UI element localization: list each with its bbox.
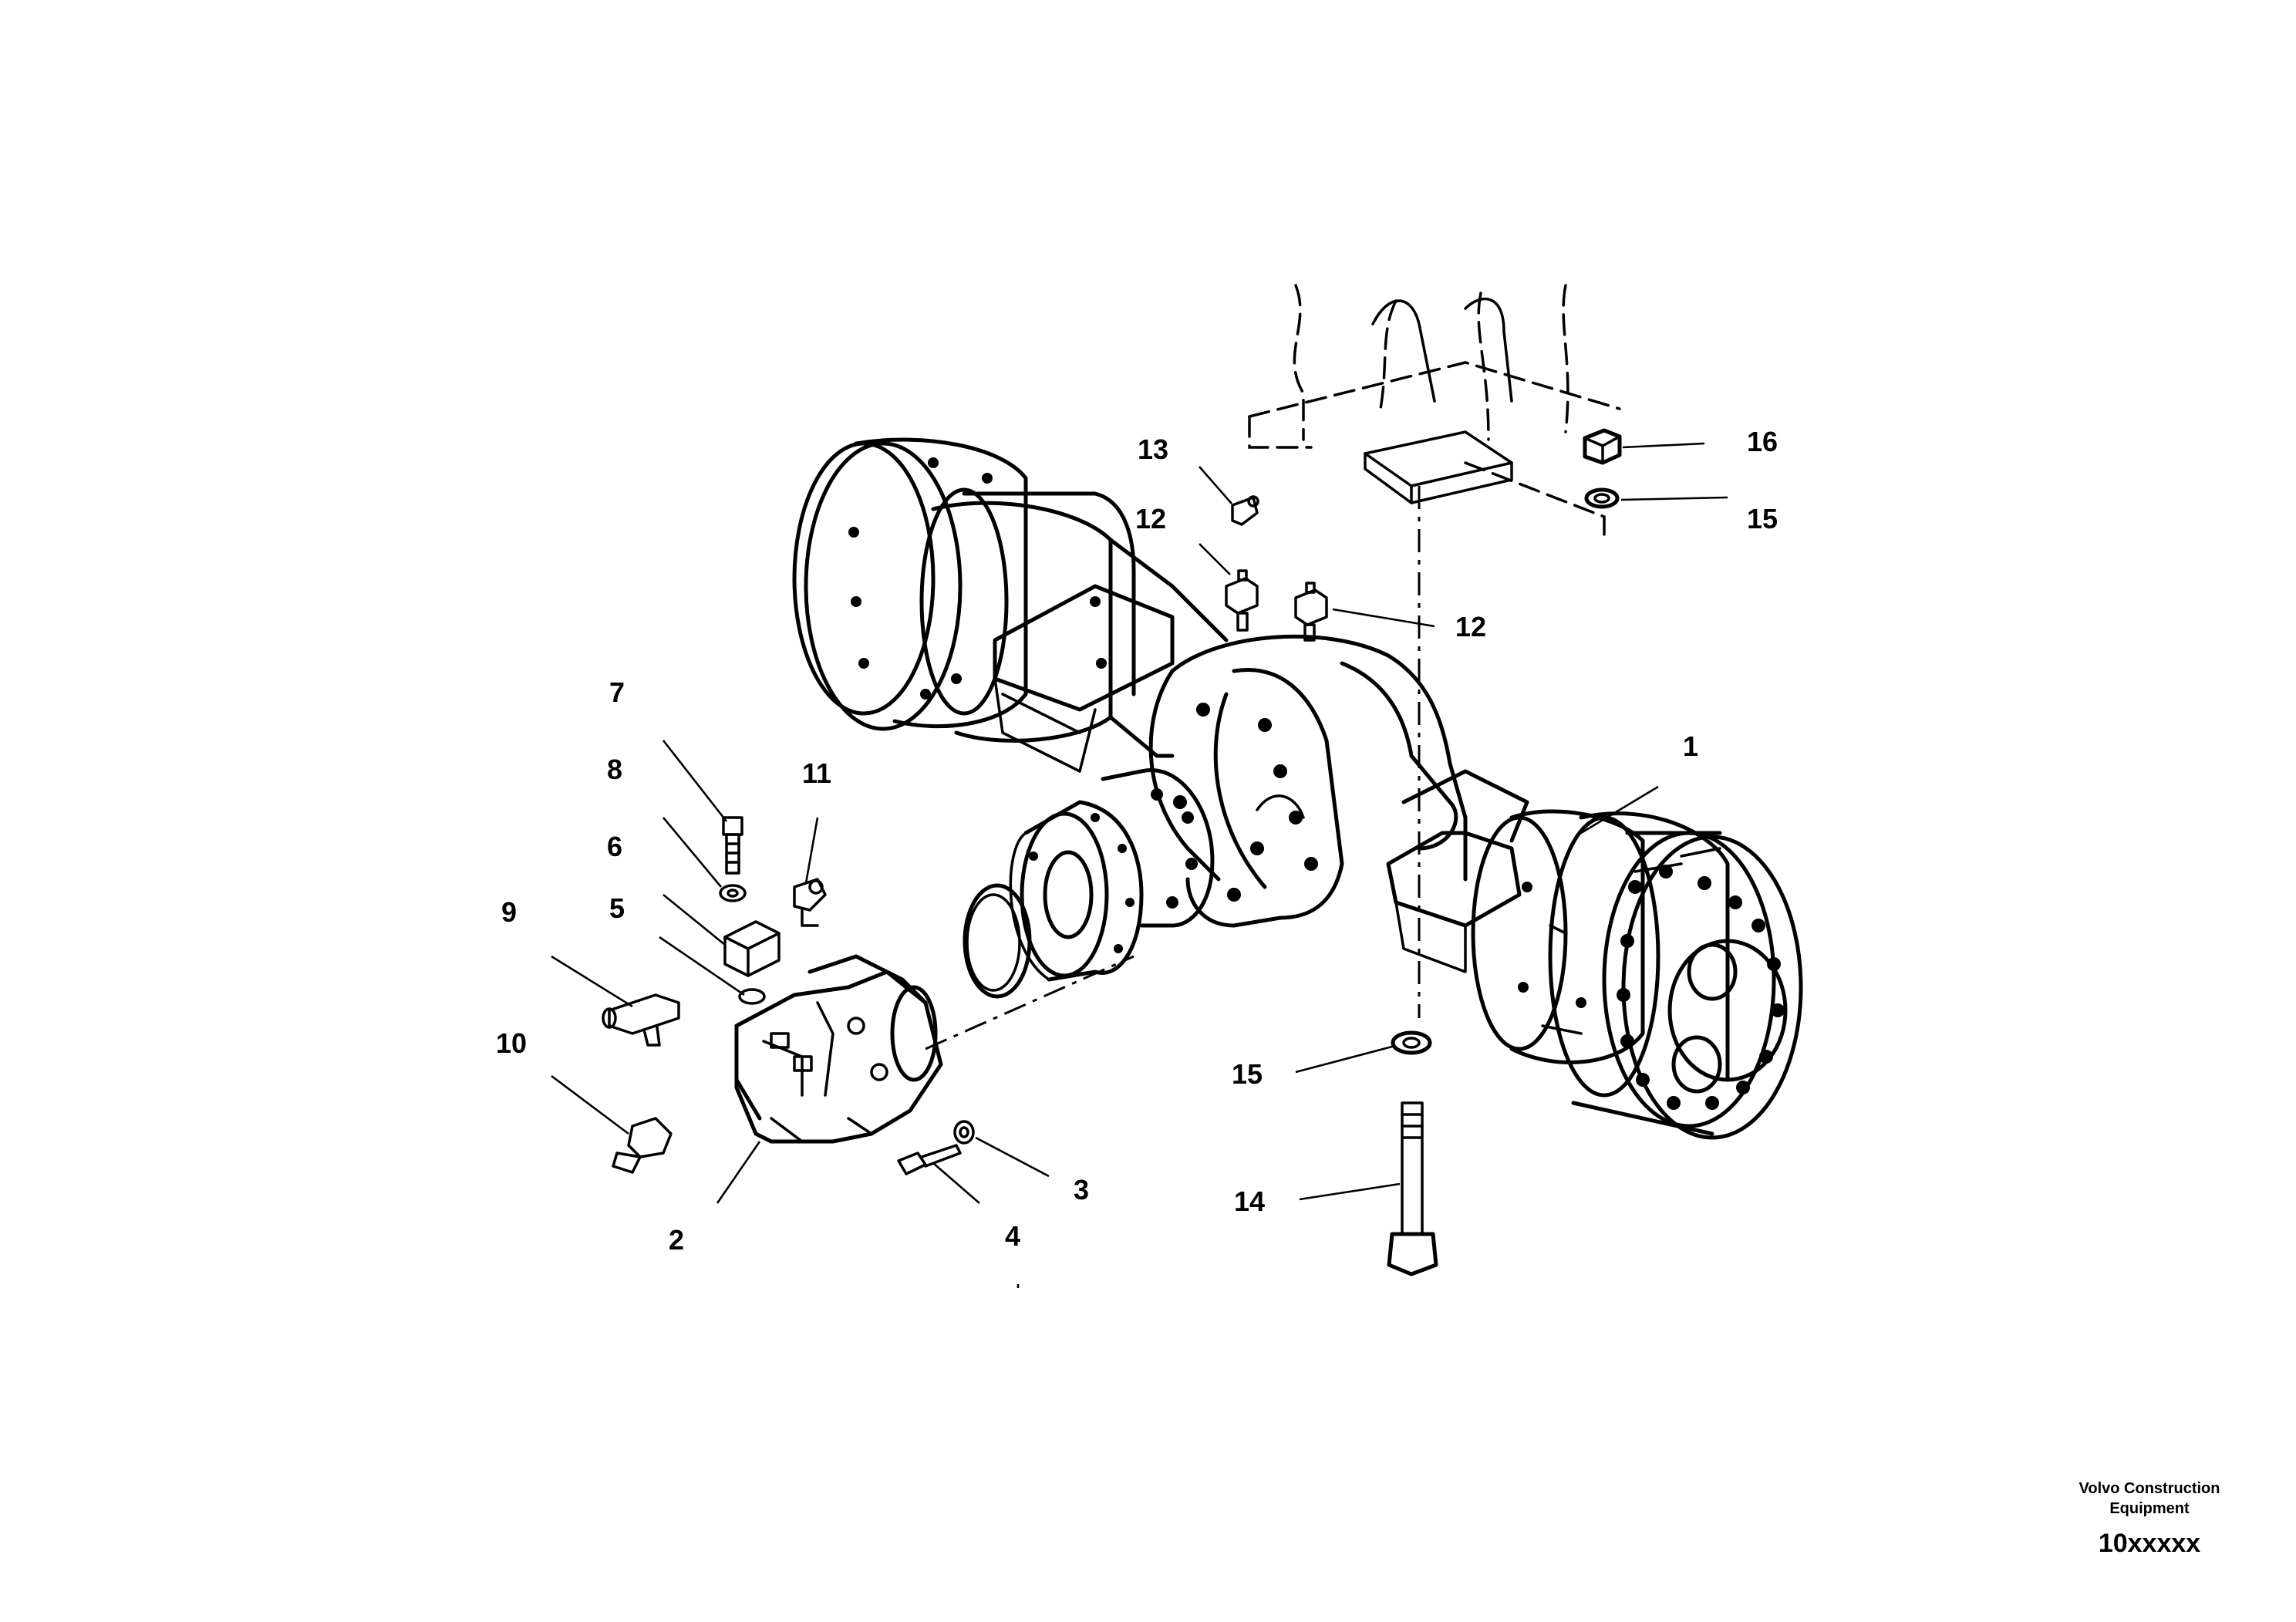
callout-8: 8 — [607, 754, 622, 785]
axle-housing — [792, 437, 1803, 1140]
breather-item-12a — [1225, 569, 1259, 632]
snap-ring — [963, 883, 1032, 999]
callout-2: 2 — [669, 1224, 684, 1256]
breather-item-12b — [1294, 582, 1328, 642]
input-centerline — [925, 955, 1135, 1050]
leader-lines — [551, 442, 1728, 1288]
callout-11: 11 — [802, 757, 831, 789]
elbow-fitting-item-11 — [793, 878, 827, 927]
oring-item-5 — [738, 988, 766, 1005]
block-item-6 — [723, 920, 781, 977]
bolt-item-14 — [1387, 1101, 1438, 1276]
callout-5: 5 — [609, 892, 625, 924]
callout-4: 4 — [1005, 1220, 1020, 1252]
callout-9: 9 — [501, 896, 517, 928]
callout-16: 16 — [1747, 426, 1778, 457]
callout-12a: 12 — [1135, 503, 1166, 534]
callout-3: 3 — [1074, 1174, 1089, 1206]
tee-fitting-item-9 — [602, 993, 680, 1047]
callout-15b: 15 — [1232, 1058, 1263, 1090]
drive-motor — [734, 954, 943, 1144]
brand-line-1: Volvo Construction — [2079, 1480, 2220, 1497]
callout-12b: 12 — [1455, 611, 1486, 642]
footer: Volvo Construction Equipment 10xxxxx — [2079, 1480, 2220, 1558]
frame-bracket — [1248, 284, 1621, 541]
washer-item-15-upper — [1584, 487, 1620, 509]
brand-line-2: Equipment — [2109, 1500, 2190, 1517]
washer-item-3 — [953, 1120, 975, 1145]
flange-adapter — [1009, 800, 1144, 982]
drawing-number: 10xxxxx — [2099, 1529, 2200, 1558]
callout-10: 10 — [496, 1027, 527, 1059]
callout-labels: 1 2 3 4 5 6 7 8 9 10 11 12 12 13 14 15 1… — [496, 426, 1778, 1256]
bolt-item-7 — [722, 816, 743, 875]
washer-item-15-lower — [1391, 1030, 1432, 1055]
washer-item-8 — [719, 884, 747, 902]
callout-6: 6 — [607, 831, 622, 862]
callout-14: 14 — [1234, 1185, 1265, 1217]
bolt-item-4 — [897, 1144, 962, 1175]
elbow-item-10 — [612, 1117, 673, 1174]
callout-13: 13 — [1138, 433, 1168, 465]
callout-15a: 15 — [1747, 503, 1778, 534]
nut-item-16 — [1583, 428, 1622, 465]
callout-1: 1 — [1683, 730, 1698, 762]
callout-7: 7 — [609, 676, 625, 708]
elbow-fitting-item-13 — [1231, 495, 1259, 526]
